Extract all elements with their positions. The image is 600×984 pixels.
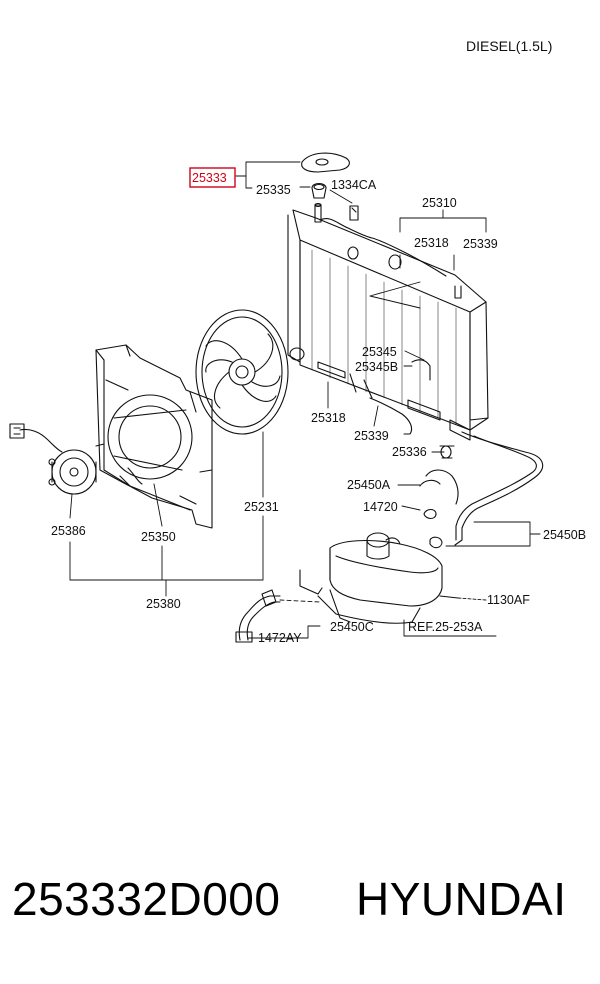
callout-25345[interactable]: 25345 [362,345,397,359]
callout-25336[interactable]: 25336 [392,445,427,459]
callout-25345B[interactable]: 25345B [355,360,398,374]
callout-25333[interactable]: 25333 [192,171,227,185]
callout-1472AY[interactable]: 1472AY [258,631,302,645]
callout-25335[interactable]: 25335 [256,183,291,197]
reservoir-tank [299,508,459,624]
leader-lines [69,161,541,639]
callout-25380[interactable]: 25380 [146,597,181,611]
callout-25231[interactable]: 25231 [244,500,279,514]
brand-caption: HYUNDAI [356,873,567,925]
radiator-cap-assembly [301,152,359,221]
radiator-hoses [369,359,544,546]
callout-25339-mid[interactable]: 25339 [354,429,389,443]
engine-label: DIESEL(1.5L) [466,38,552,54]
callout-25310[interactable]: 25310 [422,196,457,210]
callout-25386[interactable]: 25386 [51,524,86,538]
fan-blade [195,309,289,435]
callout-25318-mid[interactable]: 25318 [311,411,346,425]
fan-motor [9,423,97,495]
callout-25350[interactable]: 25350 [141,530,176,544]
callout-25339-top[interactable]: 25339 [463,237,498,251]
callout-ref[interactable]: REF.25-253A [408,620,483,634]
callout-25318-top[interactable]: 25318 [414,236,449,250]
callout-25450B[interactable]: 25450B [543,528,586,542]
callout-25450A[interactable]: 25450A [347,478,391,492]
fan-shroud [95,344,213,529]
callout-25450C[interactable]: 25450C [330,620,374,634]
overflow-hose [235,589,281,643]
callout-14720[interactable]: 14720 [363,500,398,514]
callout-1130AF[interactable]: 1130AF [487,593,530,607]
part-number-caption: 253332D000 [12,873,281,925]
callout-1334CA[interactable]: 1334CA [331,178,377,192]
highlight-box [189,167,236,188]
radiator [287,202,489,441]
